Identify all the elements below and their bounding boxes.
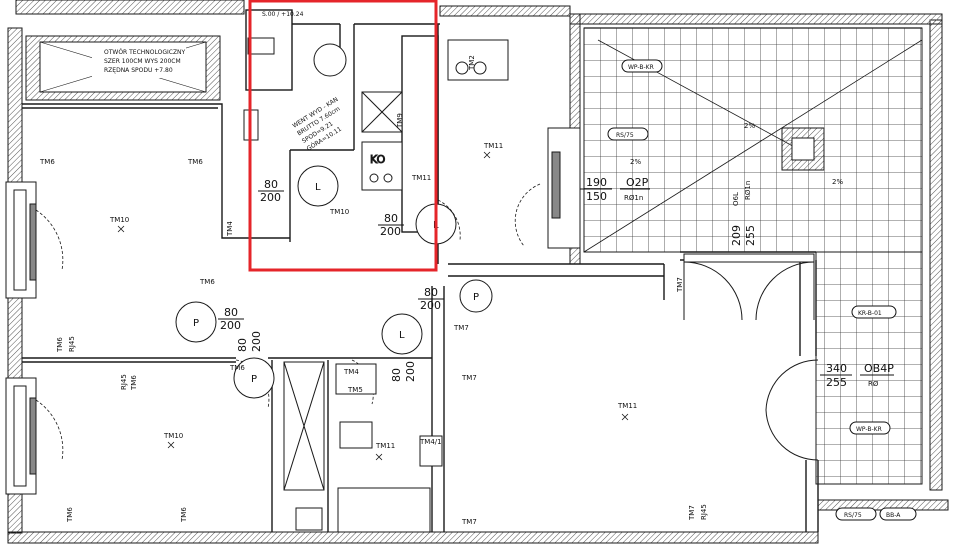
door-dim-width-5: 80 — [236, 338, 249, 352]
rs75-tag-bottom: RS/75 — [844, 512, 862, 519]
glass-tag-02p: O2P — [626, 176, 649, 189]
tm6-g: TM6 — [180, 507, 188, 523]
left-windows — [5, 181, 37, 495]
socket-marks — [117, 151, 629, 461]
slope-c: 2% — [630, 158, 641, 166]
tm7-b: TM7 — [461, 518, 477, 526]
door-dim-width-2: 80 — [384, 212, 398, 225]
tech-channel-line-1: OTWÓR TECHNOLOGICZNY — [104, 49, 186, 56]
door-dim-width-3: 80 — [424, 286, 438, 299]
tm6-h: TM6 — [130, 375, 138, 391]
door-dim-height-2: 200 — [380, 225, 401, 238]
tm7-a: TM7 — [461, 374, 477, 382]
marker-l-2: L — [399, 330, 405, 341]
kr-b-01-tag: KR-B-01 — [858, 310, 882, 317]
door-dim-height-5: 200 — [250, 331, 263, 352]
tm2-a: TM2 — [468, 55, 476, 71]
door-dim-width-4: 80 — [224, 306, 238, 319]
tm11-c: TM11 — [375, 442, 395, 450]
tm4-b: TM4 — [343, 368, 359, 376]
tm6-b: TM6 — [187, 158, 203, 166]
vent-label: WENT WYD - KAN BRUTTO 7.60cm SPOD=9.21 G… — [291, 96, 343, 153]
tm41-a: TM4/1 — [419, 438, 442, 446]
tm11-a: TM11 — [483, 142, 503, 150]
oven-label: KO — [370, 153, 386, 166]
tech-channel-line-3: RZĘDNA SPODU +7.80 — [104, 67, 173, 74]
tm7-e: TM7 — [676, 277, 684, 293]
tech-channel-line-2: SZER 100CM WYS 200CM — [104, 58, 181, 65]
slope-a: 2% — [744, 122, 755, 130]
door-dim-width-1: 80 — [264, 178, 278, 191]
glass-tag-06p: OB4P — [864, 362, 894, 375]
window-dim-255b: 255 — [826, 376, 847, 389]
tm6-a: TM6 — [39, 158, 55, 166]
technical-channel: OTWÓR TECHNOLOGICZNY SZER 100CM WYS 200C… — [25, 35, 221, 101]
glass-tag-02p-sub: RØ1n — [624, 194, 643, 202]
tm6-d: TM6 — [229, 364, 245, 372]
tm10-a: TM10 — [109, 216, 129, 224]
marker-l-1: L — [315, 182, 321, 193]
door-dim-width-6: 80 — [390, 368, 403, 382]
top-code: S.00 / +10.24 — [262, 11, 304, 18]
glass-tag-06p-sub: RØ — [868, 380, 879, 388]
window-dim-340: 340 — [826, 362, 847, 375]
marker-p-1: P — [193, 318, 199, 329]
tm11-d: TM11 — [411, 174, 431, 182]
tm7-c: TM7 — [453, 324, 469, 332]
o6l-tag: O6L — [732, 192, 740, 206]
rj45-b: RJ45 — [120, 374, 128, 390]
rs75-tag-top: RS/75 — [616, 132, 634, 139]
tm4-a: TM4 — [226, 221, 234, 237]
tm6-c: TM6 — [199, 278, 215, 286]
door-dim-height-3: 200 — [420, 299, 441, 312]
wp-b-kr-top: WP-B-KR — [628, 64, 654, 71]
selection-highlight — [248, 0, 438, 272]
bb-a-tag: BB-A — [886, 512, 901, 519]
window-dim-255: 255 — [744, 225, 757, 246]
tm6-f: TM6 — [66, 507, 74, 523]
tm5-a: TM5 — [347, 386, 363, 394]
tm7-d: TM7 — [688, 505, 696, 521]
door-dim-height-4: 200 — [220, 319, 241, 332]
rb-tag: RØ1n — [744, 181, 752, 200]
door-dim-height-6: 200 — [404, 361, 417, 382]
tm6-e: TM6 — [56, 337, 64, 353]
fixtures: KO — [243, 37, 509, 533]
wp-b-kr-bottom: WP-B-KR — [856, 426, 882, 433]
tm10-c: TM10 — [163, 432, 183, 440]
door-markers — [175, 43, 493, 399]
tm11-b: TM11 — [617, 402, 637, 410]
tm9-a: TM9 — [396, 113, 404, 129]
window-dim-width: 190 — [586, 176, 607, 189]
marker-p-2: P — [251, 374, 257, 385]
rj45-a: RJ45 — [68, 336, 76, 352]
terrace-door — [547, 127, 819, 461]
rj45-c: RJ45 — [700, 504, 708, 520]
marker-p-3: P — [473, 292, 479, 303]
window-dim-height: 150 — [586, 190, 607, 203]
window-dim-209: 209 — [730, 225, 743, 246]
tm10-b: TM10 — [329, 208, 349, 216]
slope-b: 2% — [832, 178, 843, 186]
door-dim-height-1: 200 — [260, 191, 281, 204]
